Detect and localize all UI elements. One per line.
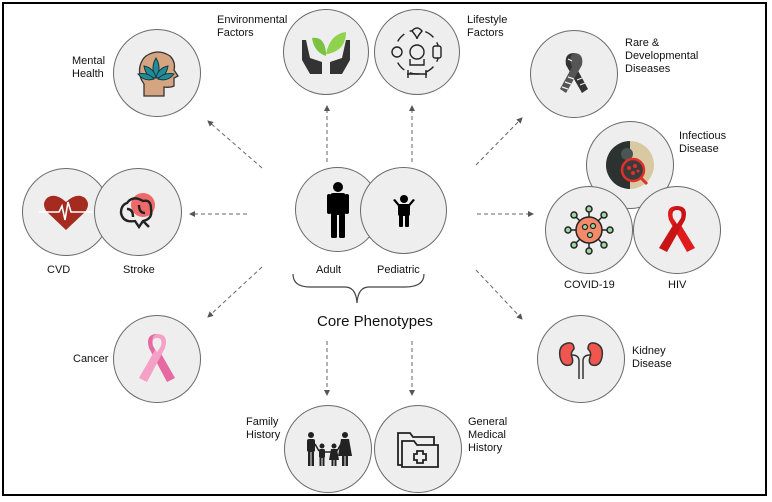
pediatric-label: Pediatric <box>377 264 420 276</box>
adult-icon <box>326 181 349 238</box>
stroke-label: Stroke <box>123 264 155 276</box>
adult-label: Adult <box>316 264 342 276</box>
general-medical-history-label: General Medical History <box>468 416 508 454</box>
family-history-label: Family History <box>246 416 281 441</box>
hiv-node[interactable] <box>633 186 721 274</box>
core-phenotypes-title: Core Phenotypes <box>317 313 433 330</box>
lotus-head-icon <box>137 51 179 97</box>
arrow-to-cancer <box>207 266 263 318</box>
lifestyle-factors-label: Lifestyle Factors <box>467 14 508 39</box>
environmental-factors-node[interactable] <box>283 9 369 95</box>
infectious-pathogen-icon <box>606 141 654 189</box>
child-icon <box>392 194 415 227</box>
arrow-to-rare <box>475 117 523 166</box>
rare-developmental-label: Rare & Developmental Diseases <box>625 37 699 75</box>
covid-19-label: COVID-19 <box>564 279 615 291</box>
hiv-label: HIV <box>668 279 687 291</box>
arrow-to-mental-health <box>207 120 263 169</box>
stroke-node[interactable] <box>94 168 182 256</box>
cancer-node[interactable] <box>113 315 201 403</box>
kidney-disease-label: Kidney Disease <box>632 345 672 370</box>
brain-icon <box>119 193 155 230</box>
rare-developmental-node[interactable] <box>530 30 618 118</box>
cancer-label: Cancer <box>73 353 109 365</box>
hands-leaf-icon <box>302 32 350 74</box>
kidneys-icon <box>558 342 604 379</box>
cvd-label: CVD <box>47 264 71 276</box>
family-history-node[interactable] <box>284 405 372 493</box>
arrow-to-kidney <box>475 269 523 320</box>
mental-health-label: Mental Health <box>72 55 106 80</box>
general-medical-history-node[interactable] <box>374 405 462 493</box>
covid-19-node[interactable] <box>545 186 633 274</box>
family-icon <box>307 432 352 466</box>
infectious-disease-label: Infectious Disease <box>679 130 727 155</box>
heart-pulse-icon <box>39 195 93 230</box>
kidney-disease-node[interactable] <box>537 315 625 403</box>
pediatric-node[interactable] <box>360 167 447 254</box>
mental-health-node[interactable] <box>113 29 201 117</box>
lifestyle-icon <box>391 27 442 78</box>
zebra-ribbon-icon <box>560 53 588 93</box>
virus-icon <box>564 205 614 255</box>
core-brace <box>292 273 425 304</box>
red-ribbon-icon <box>659 206 695 252</box>
medical-folder-icon <box>397 432 439 468</box>
lifestyle-factors-node[interactable] <box>374 9 460 95</box>
pink-ribbon-icon <box>139 334 175 382</box>
environmental-factors-label: Environmental Factors <box>217 14 288 39</box>
